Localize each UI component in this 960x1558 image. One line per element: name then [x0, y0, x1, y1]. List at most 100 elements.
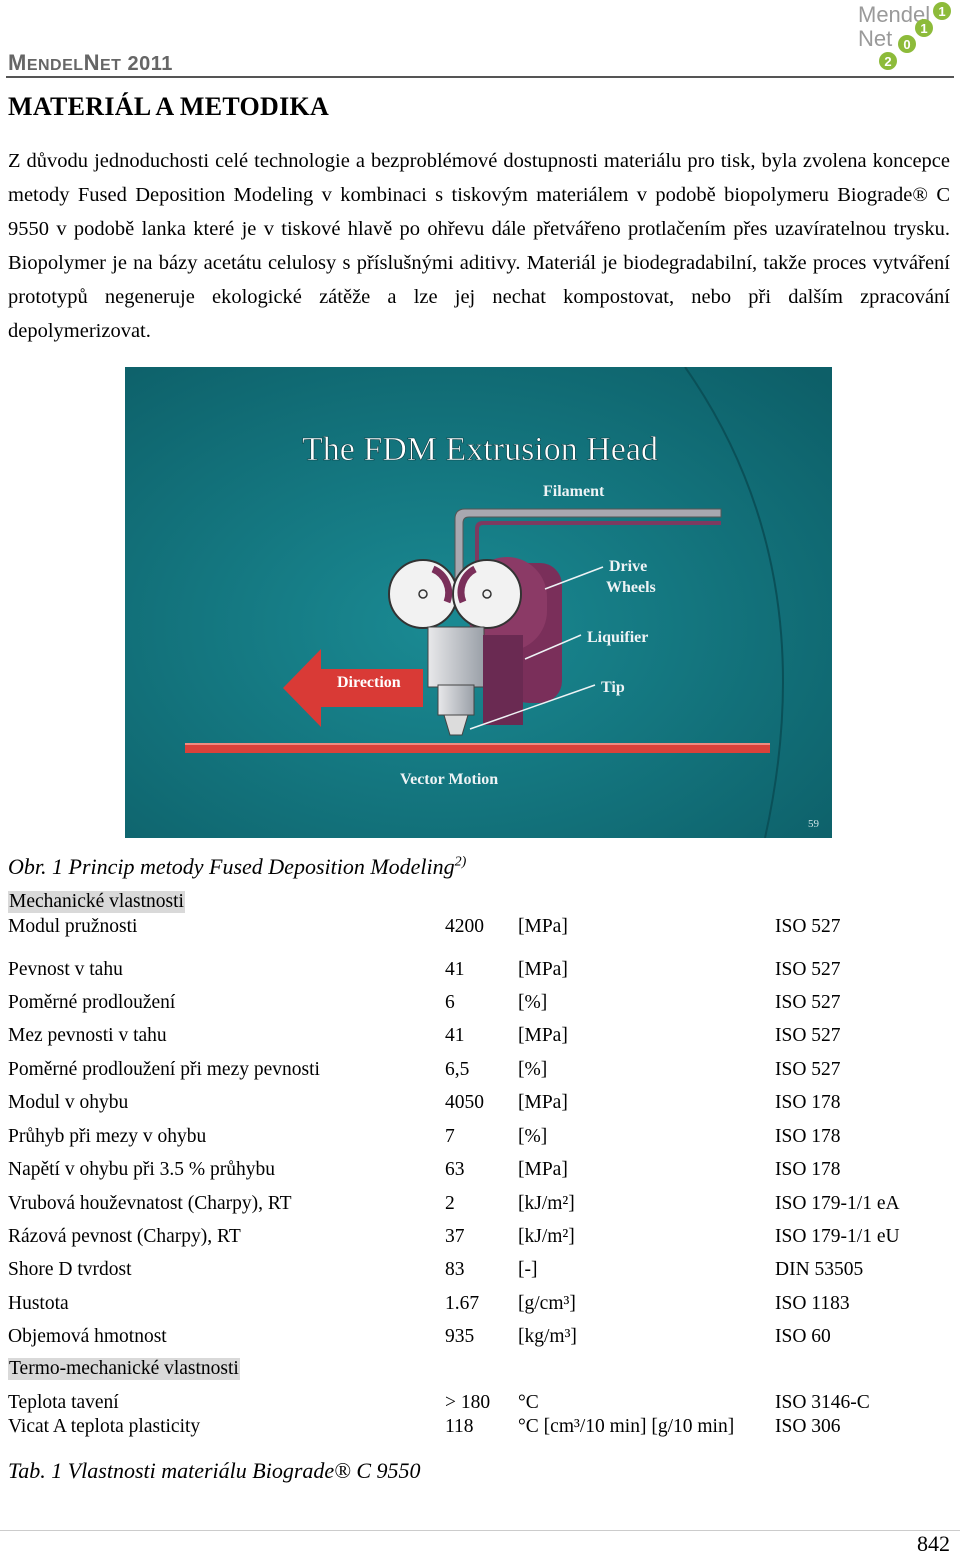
- liquifier-lower: [437, 684, 475, 716]
- group-heading-thermo: Termo-mechanické vlastnosti: [8, 1358, 240, 1380]
- brand-year: 2011: [127, 53, 173, 75]
- property-unit: [MPa]: [518, 1159, 568, 1180]
- wheel-axle-left: [418, 589, 428, 599]
- property-name: Vicat A teplota plasticity: [8, 1416, 201, 1437]
- header-rule: [6, 76, 954, 78]
- property-standard: DIN 53505: [775, 1259, 864, 1280]
- group-heading-mechanical: Mechanické vlastnosti: [8, 891, 185, 913]
- property-unit: [MPa]: [518, 1025, 568, 1046]
- property-standard: ISO 178: [775, 1092, 841, 1113]
- label-wheels: Wheels: [606, 579, 656, 596]
- property-name: Hustota: [8, 1293, 69, 1314]
- property-value: 7: [445, 1126, 455, 1147]
- property-unit: [%]: [518, 992, 548, 1013]
- property-name: Vrubová houževnatost (Charpy), RT: [8, 1193, 292, 1214]
- property-value: 4050: [445, 1092, 484, 1113]
- property-standard: ISO 527: [775, 1025, 841, 1046]
- filament-purple-strand: [475, 521, 721, 597]
- label-filament: Filament: [543, 483, 605, 500]
- property-standard: ISO 1183: [775, 1293, 850, 1314]
- table-caption: Tab. 1 Vlastnosti materiálu Biograde® C …: [8, 1458, 421, 1483]
- build-bed-highlight: [185, 743, 770, 745]
- property-unit: [-]: [518, 1259, 538, 1280]
- property-value: 6: [445, 992, 455, 1013]
- table-row: Teplota tavení > 180 °C ISO 3146-C: [8, 1392, 948, 1418]
- filament: [454, 508, 722, 598]
- footer-rule: [0, 1530, 960, 1531]
- property-name: Napětí v ohybu při 3.5 % průhybu: [8, 1159, 276, 1180]
- label-vector-motion: Vector Motion: [400, 771, 498, 788]
- property-unit: [MPa]: [518, 1092, 568, 1113]
- build-bed: [185, 743, 770, 753]
- property-name: Modul pružnosti: [8, 916, 138, 937]
- table-row: Napětí v ohybu při 3.5 % průhybu 63 [MPa] I…: [8, 1159, 948, 1185]
- property-value: 2: [445, 1193, 455, 1214]
- property-value: 37: [445, 1226, 465, 1247]
- property-name: Rázová pevnost (Charpy), RT: [8, 1226, 241, 1247]
- header-brand: MENDELNET 2011: [8, 50, 173, 76]
- logo-digit-circle-2: [915, 19, 933, 37]
- logo-digit-circle-4: [879, 52, 897, 70]
- property-unit: [MPa]: [518, 916, 568, 937]
- property-unit: [g/cm³]: [518, 1293, 576, 1314]
- property-unit: [MPa]: [518, 959, 568, 980]
- figure-title: The FDM Extrusion Head: [302, 431, 658, 468]
- property-value: 41: [445, 1025, 465, 1046]
- property-name: Modul v ohybu: [8, 1092, 129, 1113]
- page-number: 842: [917, 1531, 950, 1556]
- property-unit: [%]: [518, 1126, 548, 1147]
- slide-number: 59: [808, 818, 820, 830]
- property-standard: ISO 178: [775, 1159, 841, 1180]
- table-row: Modul v ohybu 4050 [MPa] ISO 178: [8, 1092, 948, 1118]
- label-tip: Tip: [601, 679, 625, 696]
- logo-word-net: Net: [858, 26, 892, 51]
- property-value: > 180: [445, 1392, 491, 1413]
- property-unit: °C [cm³/10 min] [g/10 min]: [518, 1416, 735, 1437]
- wheel-groove-right: [457, 565, 477, 604]
- property-value: 63: [445, 1159, 465, 1180]
- property-value: 1.67: [445, 1293, 480, 1314]
- property-name: Poměrné prodloužení při mezy pevnosti: [8, 1059, 320, 1080]
- property-name: Objemová hmotnost: [8, 1326, 167, 1347]
- section-title: MATERIÁL A METODIKA: [8, 92, 330, 121]
- property-name: Poměrné prodloužení: [8, 992, 176, 1013]
- mendelnet-logo: Mendel Net 1 1 0 2: [858, 2, 951, 70]
- property-unit: °C: [518, 1392, 539, 1413]
- label-drive: Drive: [609, 558, 647, 575]
- property-name: Teplota tavení: [8, 1392, 119, 1413]
- wheel-groove-left: [431, 565, 453, 604]
- fdm-extrusion-head-figure: The FDM Extrusion Head Filament Directio…: [125, 367, 832, 838]
- logo-digit-2: 1: [920, 21, 927, 36]
- logo-digit-circle-1: [933, 2, 951, 20]
- leader-drive-wheels: [544, 566, 604, 590]
- logo-digit-circle-3: [898, 35, 916, 53]
- property-standard: ISO 527: [775, 1059, 841, 1080]
- leader-liquifier: [524, 634, 582, 660]
- property-value: 41: [445, 959, 465, 980]
- property-standard: ISO 179-1/1 eU: [775, 1226, 900, 1247]
- property-standard: ISO 60: [775, 1326, 831, 1347]
- property-standard: ISO 179-1/1 eA: [775, 1193, 900, 1214]
- property-value: 935: [445, 1326, 475, 1347]
- brand-initial-m: M: [8, 50, 27, 75]
- brand-mendel-rest: ENDEL: [26, 57, 84, 74]
- label-direction: Direction: [337, 674, 401, 691]
- property-standard: ISO 527: [775, 959, 841, 980]
- direction-arrow: [283, 649, 423, 727]
- wheel-axle-right: [482, 589, 492, 599]
- leader-tip: [469, 684, 596, 730]
- logo-digit-4: 2: [884, 54, 891, 69]
- brand-net-rest: ET: [99, 57, 122, 74]
- property-standard: ISO 3146-C: [775, 1392, 870, 1413]
